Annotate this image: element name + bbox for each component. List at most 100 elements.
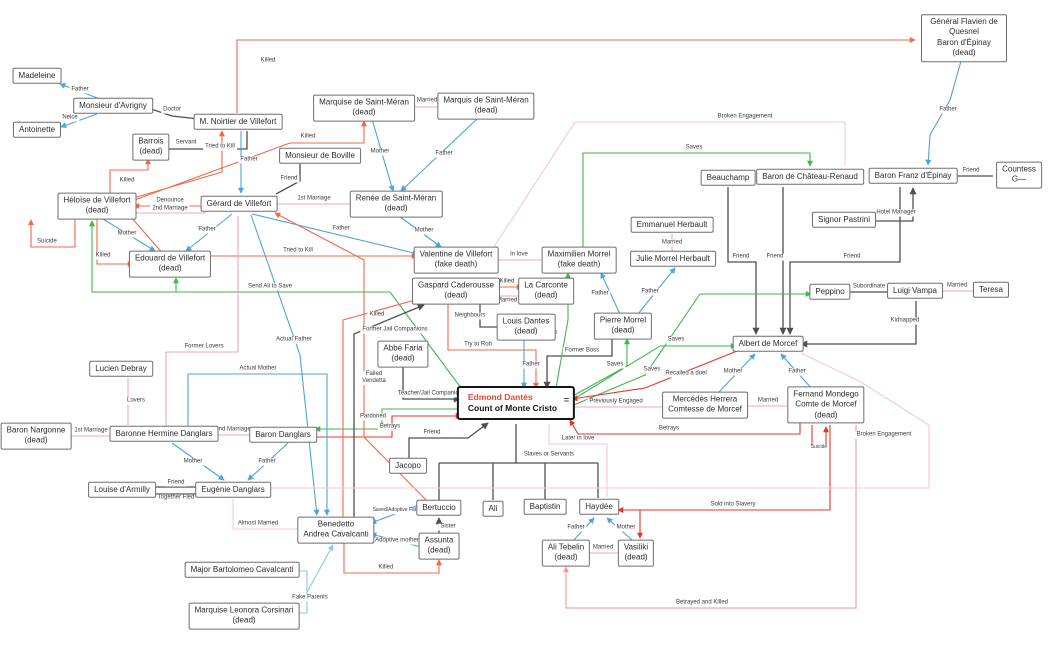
node-eugenie[interactable]: Eugénie Danglars: [195, 481, 271, 499]
edge-actual-father: [250, 214, 320, 516]
node-haydee[interactable]: Haydée: [579, 498, 619, 516]
edge-killed-assunta: [343, 543, 443, 574]
edge-label-married-fernand: Married: [755, 397, 781, 405]
edge-friend-jacopo: [408, 422, 489, 458]
edge-label-pardoned-danglars: Pardoned: [357, 413, 389, 421]
node-barrois[interactable]: Barrois (dead): [132, 133, 170, 161]
node-albert[interactable]: Albert de Morcef: [732, 335, 804, 353]
main-node-title: Edmond Dantès: [467, 391, 533, 402]
edge-fake-parents: [306, 544, 334, 593]
edge-label-father-gerard: Father: [238, 156, 260, 164]
node-nargonne[interactable]: Baron Nargonne (dead): [0, 422, 72, 450]
edge-almost-married: [232, 499, 302, 530]
node-caderousse[interactable]: Gaspard Caderousse (dead): [411, 277, 501, 305]
edge-label-married-vasiliki: Married: [590, 544, 616, 552]
edge-label-killed-carconte: Killed: [497, 278, 517, 286]
edge-label-suicide-fernand: Suicide: [808, 444, 830, 451]
edge-label-teacher-jail-companion: Teacher/Jail Companion: [395, 390, 465, 398]
node-heloise[interactable]: Héloïse de Villefort (dead): [57, 192, 137, 220]
node-benedetto[interactable]: Benedetto Andrea Cavalcanti: [297, 516, 375, 544]
edge-label-servant: Servant: [173, 139, 199, 147]
node-boville[interactable]: Monsieur de Boville: [279, 147, 361, 165]
edge-label-former-boss: Former Boss: [562, 347, 602, 355]
node-beauchamp[interactable]: Beauchamp: [700, 169, 756, 187]
edge-label-kidnapped: Kidnapped: [888, 317, 922, 325]
edge-label-killed-edouard: Killed: [93, 252, 113, 260]
node-vampa[interactable]: Luigi Vampa: [887, 282, 943, 300]
edge-label-betrays-danglars: Betrays: [377, 423, 403, 431]
node-debray[interactable]: Lucien Debray: [89, 360, 153, 378]
node-faria[interactable]: Abbé Faria (dead): [377, 340, 429, 368]
node-louis-dantes[interactable]: Louis Dantes (dead): [496, 313, 556, 341]
node-edmond[interactable]: Edmond Dantès Count of Monte Cristo =: [456, 385, 576, 421]
node-pierre-morrel[interactable]: Pierre Morrel (dead): [593, 312, 653, 340]
edge-label-almost-married: Almost Married: [235, 520, 281, 528]
edge-label-father-maximilien: Father: [589, 290, 611, 298]
edge-label-in-love: In love: [508, 251, 530, 259]
edge-label-friend-jacopo: Friend: [421, 429, 443, 437]
edge-label-subordinate: Subordinate: [850, 283, 888, 291]
edge-saves-chateau-renaud: [582, 152, 814, 248]
node-noirtier[interactable]: M. Noirtier de Villefort: [193, 113, 283, 131]
node-marquis-saint-meran[interactable]: Marquis de Saint-Méran (dead): [437, 92, 535, 120]
edge-broken-engagement-albert: [266, 352, 930, 489]
edge-label-former-jail-companions: Former Jail Companions: [360, 326, 430, 334]
edge-label-married-teresa: Married: [944, 282, 970, 290]
edge-label-mother-eugenie: Mother: [181, 458, 205, 466]
node-hermine[interactable]: Baronne Hermine Danglars: [109, 425, 219, 443]
node-emmanuel[interactable]: Emmanuel Herbault: [630, 216, 714, 234]
node-major-cavalcanti[interactable]: Major Bartolomeo Cavalcanti: [184, 561, 300, 579]
node-marquise-corsinari[interactable]: Marquise Leonora Corsinari (dead): [188, 602, 300, 630]
edge-label-second-marriage-gerard: 2nd Marriage: [150, 205, 190, 213]
node-danglars[interactable]: Baron Danglars: [249, 426, 317, 444]
edge-label-friend-beauchamp: Friend: [730, 253, 752, 261]
node-bertuccio[interactable]: Bertuccio: [416, 499, 462, 517]
node-louise[interactable]: Louise d'Armilly: [88, 481, 156, 499]
node-ali[interactable]: Ali: [482, 500, 504, 518]
edge-label-mother-valentine: Mother: [412, 227, 436, 235]
edge-label-father-albert: Father: [786, 368, 808, 376]
node-chateau-renaud[interactable]: Baron de Château-Renaud: [756, 168, 864, 186]
node-renee[interactable]: Renée de Saint-Méran (dead): [349, 190, 443, 218]
node-quesnel[interactable]: Général Flavien de Quesnel Baron d'Épina…: [921, 14, 1007, 62]
edge-label-friend-louise: Friend: [165, 479, 187, 487]
edge-servant: [167, 131, 248, 150]
node-edouard[interactable]: Edouard de Villefort (dead): [128, 250, 212, 278]
edge-hotel-manager: [873, 187, 917, 222]
node-baptistin[interactable]: Baptistin: [523, 498, 567, 516]
edge-label-saves-peppino: Saves: [641, 366, 663, 374]
node-teresa[interactable]: Teresa: [972, 281, 1010, 299]
node-peppino[interactable]: Peppino: [809, 283, 851, 301]
edge-label-broken-engagement-albert: Broken Engagement: [854, 431, 914, 439]
node-maximilien[interactable]: Maximilien Morrel (fake death): [541, 246, 617, 274]
node-antoinette[interactable]: Antoinette: [12, 121, 62, 139]
node-madeleine[interactable]: Madeleine: [12, 67, 62, 85]
node-valentine[interactable]: Valentine de Villefort (fake death): [413, 246, 499, 274]
node-pastrini[interactable]: Signor Pastrini: [811, 211, 877, 229]
edge-label-betrayed-and-killed: Betrayed and Killed: [673, 599, 731, 607]
node-julie[interactable]: Julie Morrel Herbault: [630, 250, 716, 268]
edge-label-killed-marquise: Killed: [298, 133, 318, 141]
node-mercedes[interactable]: Mercédès Herrera Comtesse de Morcef: [662, 391, 748, 419]
node-marquise-saint-meran[interactable]: Marquise de Saint-Méran (dead): [313, 94, 415, 122]
node-carconte[interactable]: La Carconte (dead): [518, 277, 574, 305]
edge-label-saves-albert: Saves: [665, 336, 687, 344]
node-avrigny[interactable]: Monsieur d'Avrigny: [73, 97, 153, 115]
edge-label-father-edouard: Father: [196, 226, 218, 234]
node-fernand[interactable]: Fernand Mondego Comte de Morcef (dead): [787, 386, 865, 424]
edge-label-father-eugenie: Father: [256, 458, 278, 466]
node-ali-tebelin[interactable]: Ali Tebelin (dead): [541, 539, 591, 567]
node-assunta[interactable]: Assunta (dead): [418, 532, 460, 560]
node-franz[interactable]: Baron Franz d'Épinay: [868, 167, 958, 185]
edge-label-fake-parents: Fake Parents: [290, 594, 330, 602]
edge-label-father-haydee: Father: [565, 524, 587, 532]
node-jacopo[interactable]: Jacopo: [389, 457, 427, 475]
node-countess-g[interactable]: Countess G—: [996, 161, 1042, 189]
edge-label-slaves-trunk: Slaves or Servants: [521, 451, 577, 459]
edge-label-second-marriage-danglars: 2nd Marriage: [213, 426, 253, 434]
node-vasiliki[interactable]: Vasiliki (dead): [617, 539, 655, 567]
edge-label-try-to-rob: Try to Rob: [462, 341, 494, 349]
node-gerard[interactable]: Gérard de Villefort: [200, 195, 278, 213]
edge-label-tried-to-kill-noirtier: Tried to Kill: [203, 143, 237, 151]
